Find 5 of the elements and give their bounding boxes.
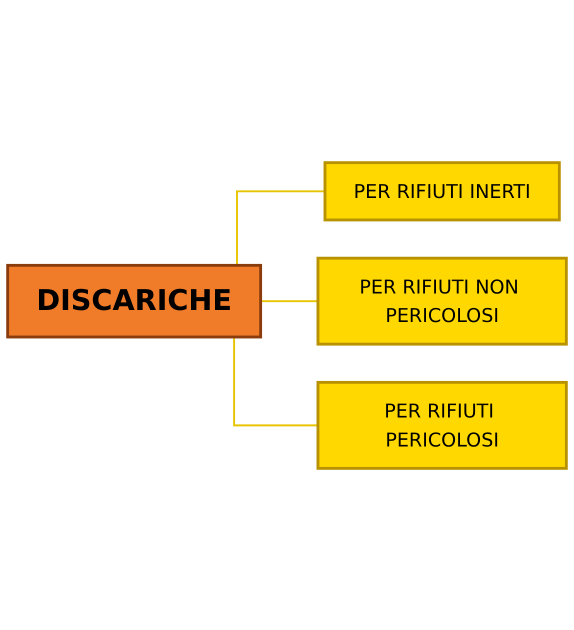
node-box: PER RIFIUTI INERTI: [324, 160, 561, 221]
connector: [260, 300, 318, 302]
node-box: DISCARICHE: [6, 263, 262, 338]
node-box: PER RIFIUTI NON PERICOLOSI: [316, 256, 568, 346]
node-box: PER RIFIUTI PERICOLOSI: [316, 380, 568, 470]
